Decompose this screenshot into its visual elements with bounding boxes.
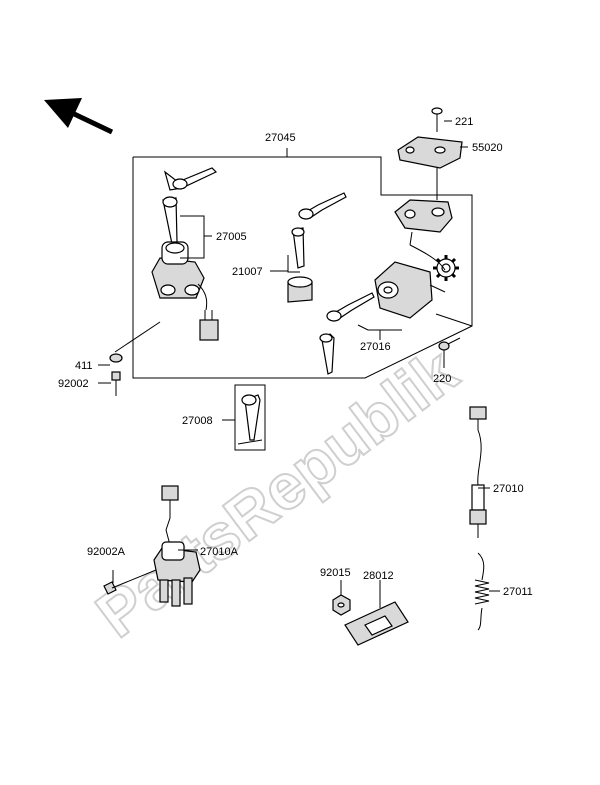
callout-28012: 28012 bbox=[363, 570, 394, 582]
callout-92015: 92015 bbox=[320, 567, 351, 579]
callout-27010: 27010 bbox=[493, 483, 524, 495]
key-icon bbox=[319, 292, 375, 375]
callout-27011: 27011 bbox=[503, 586, 533, 598]
callout-411: 411 bbox=[75, 360, 93, 372]
key-box-27008 bbox=[234, 384, 266, 451]
callout-27045: 27045 bbox=[265, 132, 296, 144]
callout-21007: 21007 bbox=[232, 266, 263, 278]
connector-icon bbox=[469, 406, 487, 538]
callout-55020: 55020 bbox=[472, 142, 503, 154]
spring-icon bbox=[474, 552, 490, 631]
screw-220 bbox=[438, 337, 461, 368]
nut-icon bbox=[332, 594, 351, 616]
nut-icon bbox=[109, 353, 123, 363]
switch-27010A bbox=[153, 485, 201, 607]
front-direction-arrow-icon bbox=[44, 98, 114, 135]
bolt-icon bbox=[103, 569, 157, 595]
lock-cylinder-27016 bbox=[374, 261, 446, 319]
callout-27005: 27005 bbox=[216, 231, 247, 243]
watermark: PartsRepublik bbox=[82, 333, 471, 652]
bracket-plate-55020 bbox=[397, 136, 468, 200]
callout-27008: 27008 bbox=[182, 415, 213, 427]
gear-icon bbox=[433, 255, 459, 281]
label-plate-icon bbox=[344, 601, 409, 646]
key-icon bbox=[287, 192, 347, 303]
callout-92002: 92002 bbox=[58, 378, 89, 390]
bolt-icon bbox=[111, 371, 121, 396]
callout-220: 220 bbox=[433, 373, 451, 385]
svg-text:PartsRepublik: PartsRepublik bbox=[83, 334, 470, 651]
callout-221: 221 bbox=[455, 116, 473, 128]
ignition-switch-icon bbox=[151, 167, 219, 341]
group-bracket bbox=[132, 156, 473, 379]
callout-92002A: 92002A bbox=[87, 546, 126, 558]
callout-27016: 27016 bbox=[360, 341, 391, 353]
mounting-block bbox=[394, 199, 453, 271]
callout-27010A: 27010A bbox=[200, 546, 239, 558]
screw-221 bbox=[431, 107, 452, 132]
